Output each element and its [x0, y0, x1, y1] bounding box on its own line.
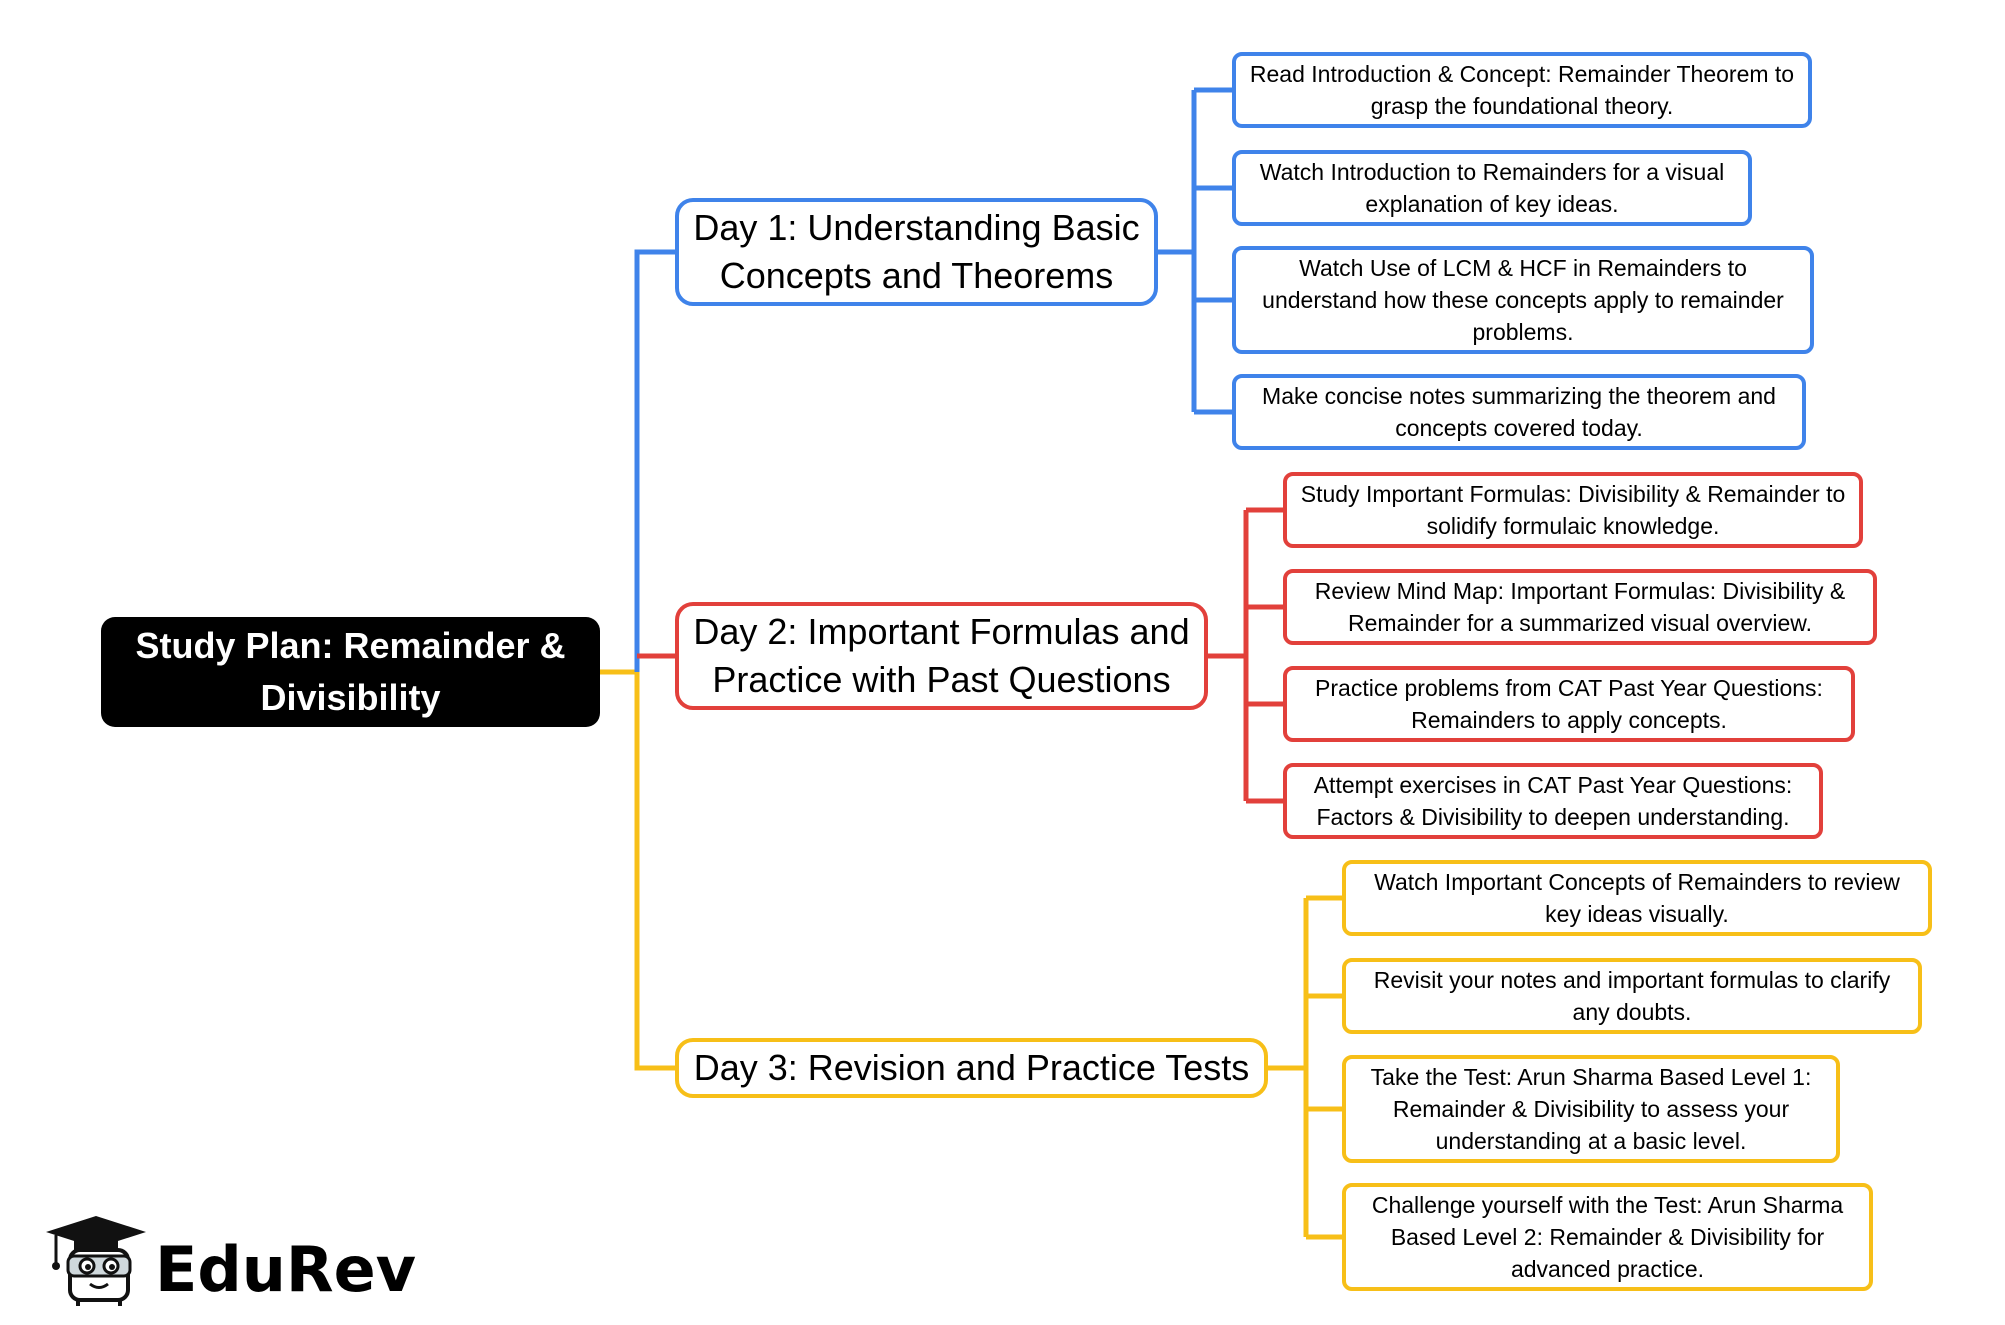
day3-task3: Take the Test: Arun Sharma Based Level 1… [1342, 1055, 1840, 1163]
graduate-mascot-icon [46, 1216, 146, 1306]
day2-task3-text: Practice problems from CAT Past Year Que… [1315, 675, 1823, 733]
day2-task2-text: Review Mind Map: Important Formulas: Div… [1314, 578, 1846, 636]
day3-task2: Revisit your notes and important formula… [1342, 958, 1922, 1034]
day1-task2: Watch Introduction to Remainders for a v… [1232, 150, 1752, 226]
day2-task4: Attempt exercises in CAT Past Year Quest… [1283, 763, 1823, 839]
day1-task2-text: Watch Introduction to Remainders for a v… [1259, 159, 1725, 217]
day2-task2: Review Mind Map: Important Formulas: Div… [1283, 569, 1877, 645]
day3-task4-text: Challenge yourself with the Test: Arun S… [1371, 1192, 1844, 1282]
day2-node: Day 2: Important Formulas and Practice w… [675, 602, 1208, 710]
connector-trunk-day3 [634, 672, 675, 1071]
connector-trunk-day1 [634, 249, 675, 672]
day3-task4: Challenge yourself with the Test: Arun S… [1342, 1183, 1873, 1291]
day3-task1-text: Watch Important Concepts of Remainders t… [1374, 869, 1900, 927]
day1-task3-text: Watch Use of LCM & HCF in Remainders to … [1262, 255, 1784, 345]
day2-task1: Study Important Formulas: Divisibility &… [1283, 472, 1863, 548]
day3-task2-text: Revisit your notes and important formula… [1373, 967, 1891, 1025]
day1-node: Day 1: Understanding Basic Concepts and … [675, 198, 1158, 306]
day2-title: Day 2: Important Formulas and Practice w… [693, 611, 1190, 700]
day1-title: Day 1: Understanding Basic Concepts and … [693, 207, 1140, 296]
day3-title: Day 3: Revision and Practice Tests [693, 1047, 1250, 1088]
day1-task3: Watch Use of LCM & HCF in Remainders to … [1232, 246, 1814, 354]
day3-task1: Watch Important Concepts of Remainders t… [1342, 860, 1932, 936]
root-title: Study Plan: Remainder & Divisibility [135, 625, 566, 718]
day1-task1: Read Introduction & Concept: Remainder T… [1232, 52, 1812, 128]
edurev-logo-text: EduRev [155, 1233, 417, 1306]
root-node: Study Plan: Remainder & Divisibility [101, 617, 600, 727]
day3-task3-text: Take the Test: Arun Sharma Based Level 1… [1370, 1064, 1812, 1154]
day1-task4-text: Make concise notes summarizing the theor… [1262, 383, 1776, 441]
day1-task1-text: Read Introduction & Concept: Remainder T… [1249, 61, 1795, 119]
day2-task1-text: Study Important Formulas: Divisibility &… [1300, 481, 1846, 539]
day2-task3: Practice problems from CAT Past Year Que… [1283, 666, 1855, 742]
day1-task4: Make concise notes summarizing the theor… [1232, 374, 1806, 450]
day3-node: Day 3: Revision and Practice Tests [675, 1038, 1268, 1098]
day2-task4-text: Attempt exercises in CAT Past Year Quest… [1313, 772, 1793, 830]
